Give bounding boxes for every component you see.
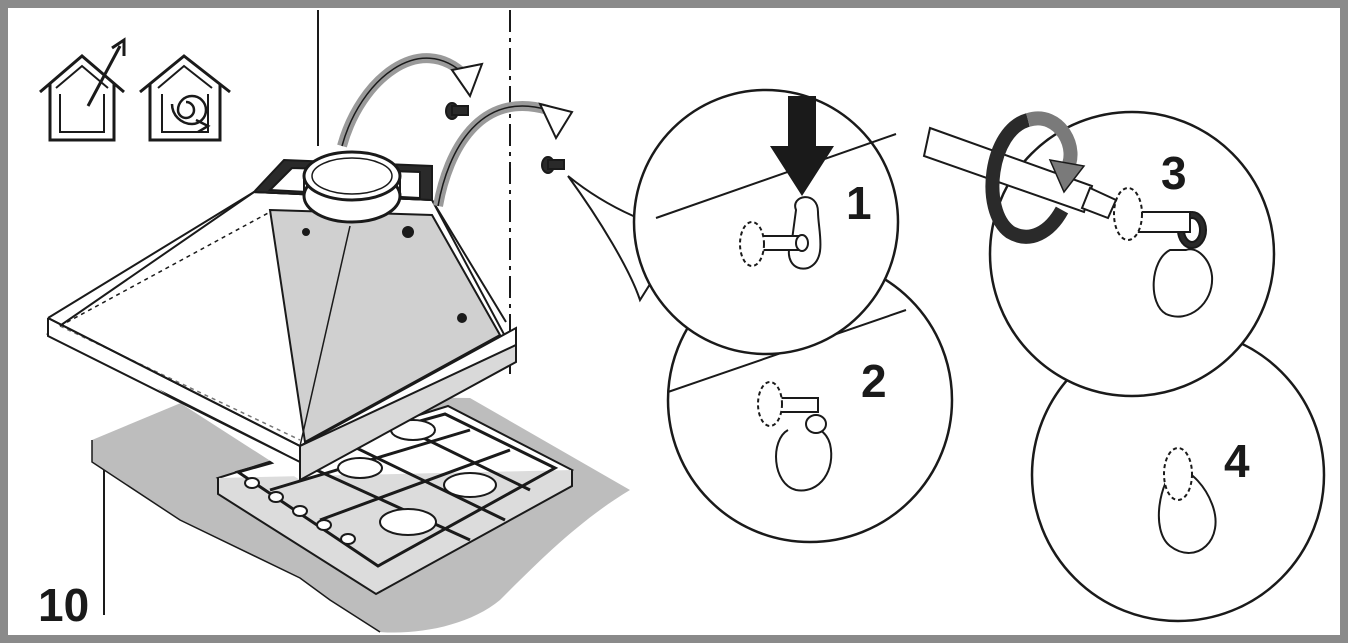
recirculation-icon: [139, 54, 231, 142]
ducted-exhaust-icon: [39, 37, 126, 142]
push-down-arrow-icon: [770, 96, 834, 196]
step-label-1: 1: [846, 177, 872, 229]
gas-hob: [215, 404, 575, 596]
lift-arrow-right: [433, 101, 574, 207]
detail-circle-3: [988, 110, 1276, 398]
wall-screw-icon: [445, 102, 565, 174]
lift-arrow-left: [337, 53, 484, 148]
figure-number: 10: [38, 579, 90, 631]
step-label-2: 2: [861, 355, 887, 407]
cooker-hood: [46, 150, 517, 482]
detail-circle-1: [632, 88, 900, 356]
rotate-clockwise-icon: [985, 111, 1086, 244]
step-label-3: 3: [1161, 147, 1187, 199]
step-label-4: 4: [1224, 435, 1250, 487]
screwdriver-icon: [922, 126, 1118, 220]
